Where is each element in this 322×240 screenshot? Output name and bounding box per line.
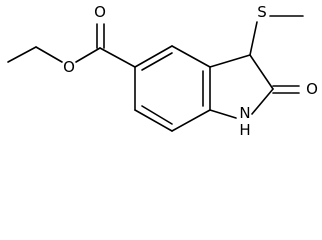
lactam-nitrogen-label: N [239, 104, 250, 122]
ester-ether-oxygen-label: O [63, 58, 75, 76]
sulfur-label: S [257, 3, 267, 21]
bond-c3-sulfur [249, 21, 258, 56]
bond-ring-1 [134, 45, 173, 68]
bond-ring-c3a-c3 [209, 54, 251, 68]
structure-diagram: O O S O N H [7, 3, 318, 139]
bond-carbonyl-ring [99, 47, 136, 68]
bond-nitrogen-c7a [209, 109, 237, 119]
lactam-oxygen-label: O [306, 80, 318, 98]
bond-ring-inner-3 [141, 105, 173, 125]
bond-c3-c2 [249, 54, 274, 90]
bond-ring-2 [171, 45, 211, 68]
ester-carbonyl-oxygen-label: O [94, 3, 106, 21]
bond-methyl-ethyl [7, 46, 37, 63]
bond-ring-5 [134, 109, 173, 132]
bond-ethyl-ether-oxygen [35, 46, 63, 63]
bond-ring-4 [171, 109, 211, 132]
bond-ring-inner-1 [141, 52, 173, 71]
lactam-hydrogen-label: H [239, 121, 250, 139]
bond-c2-nitrogen [251, 88, 274, 115]
bond-ether-oxygen-carbonyl [75, 47, 101, 63]
